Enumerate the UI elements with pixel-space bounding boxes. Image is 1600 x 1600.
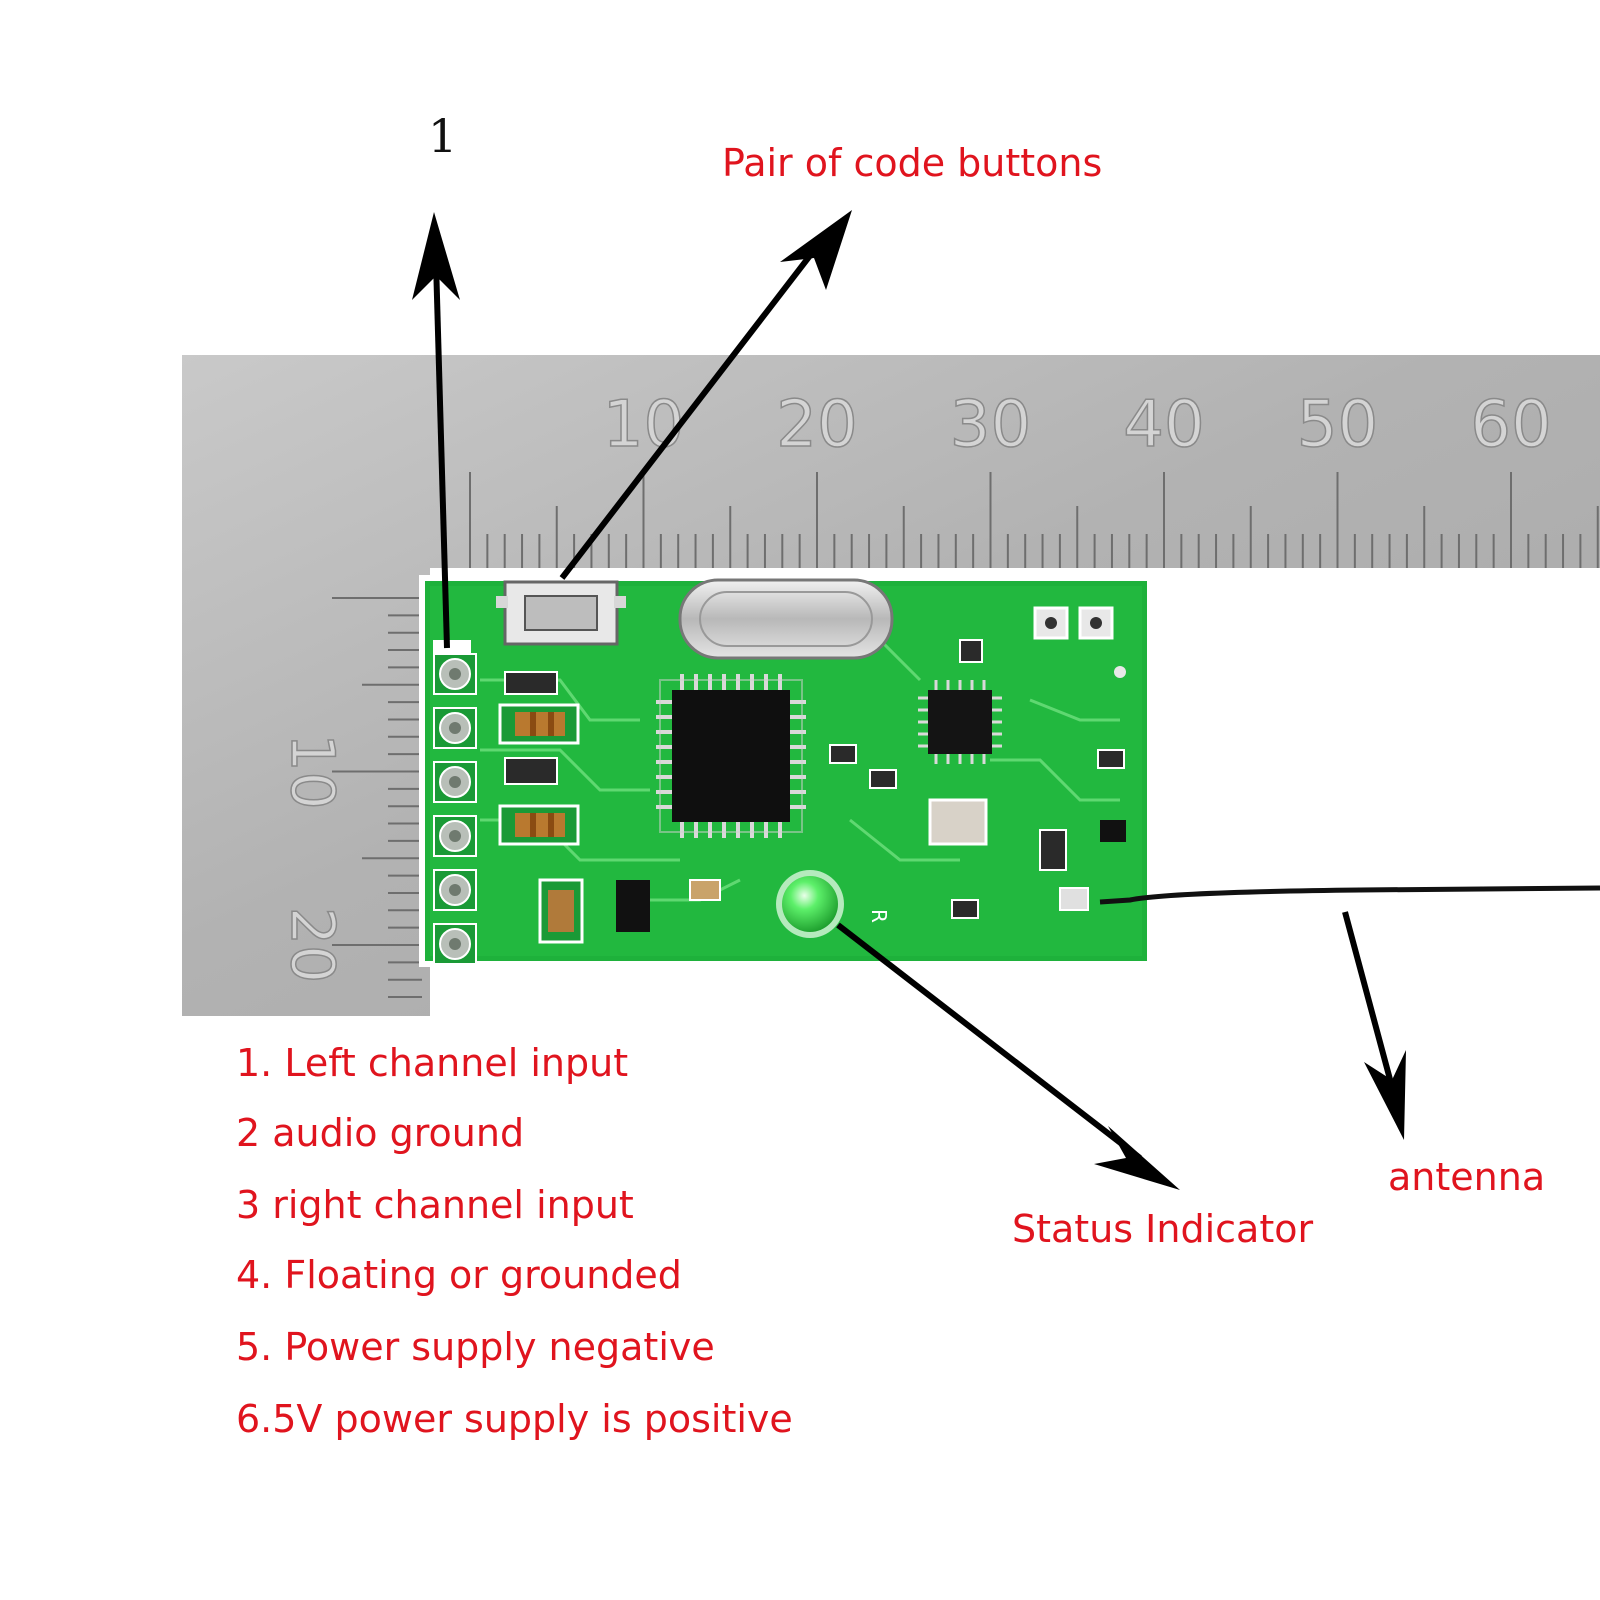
header-pin [433,761,477,803]
main-chip [656,674,806,838]
pcb-silk-r: R [867,909,891,923]
pin-list-item: 3 right channel input [236,1183,634,1227]
header-pin [433,923,477,965]
smd-components [498,639,1126,944]
pin-list-item: 6.5V power supply is positive [236,1397,793,1441]
ruler-side-numbers: 10 20 [276,733,348,984]
ruler-number: 10 [277,733,347,809]
ruler-number: 20 [277,907,347,983]
ruler-number: 10 [603,388,684,462]
header-pin [433,707,477,749]
ruler-number: 40 [1123,388,1204,462]
ruler-number: 50 [1297,388,1378,462]
pin-list-item: 2 audio ground [236,1111,524,1155]
mount-pads [1033,606,1114,640]
status-led [776,870,844,938]
pin-list-item: 4. Floating or grounded [236,1253,682,1297]
header-pin [433,653,477,695]
pair-buttons-label: Pair of code buttons [722,141,1102,185]
header-pins [433,653,477,965]
ruler-body [182,355,1600,1016]
antenna-label: antenna [1388,1155,1545,1199]
ruler-number: 20 [776,388,857,462]
pcb-module: R [419,575,1153,967]
pin-one-arrow [412,212,460,649]
secondary-chip [918,680,1002,764]
header-pin [433,815,477,857]
ruler-side-ticks [332,597,422,999]
pin-list: 1. Left channel input 2 audio ground 3 r… [236,1041,793,1441]
annotation-arrows [412,210,1406,1190]
ruler-number: 60 [1470,388,1551,462]
header-pin [433,869,477,911]
pin-one-label: 1 [428,109,457,163]
status-indicator-arrow [836,922,1180,1190]
ruler-number: 30 [950,388,1031,462]
antenna-arrow [1342,911,1406,1140]
crystal-oscillator [678,578,894,660]
small-crystal [928,798,988,846]
pin-list-item: 1. Left channel input [236,1041,628,1085]
antenna-wire [1099,885,1600,905]
status-indicator-label: Status Indicator [1012,1207,1313,1251]
ruler-top-ticks [469,472,1599,568]
pair-button-arrow [559,210,852,580]
steel-ruler: 10 20 30 40 50 60 10 20 [182,355,1600,1016]
pin-list-item: 5. Power supply negative [236,1325,715,1369]
ruler-top-numbers: 10 20 30 40 50 60 [602,387,1552,463]
pair-button [496,580,626,646]
